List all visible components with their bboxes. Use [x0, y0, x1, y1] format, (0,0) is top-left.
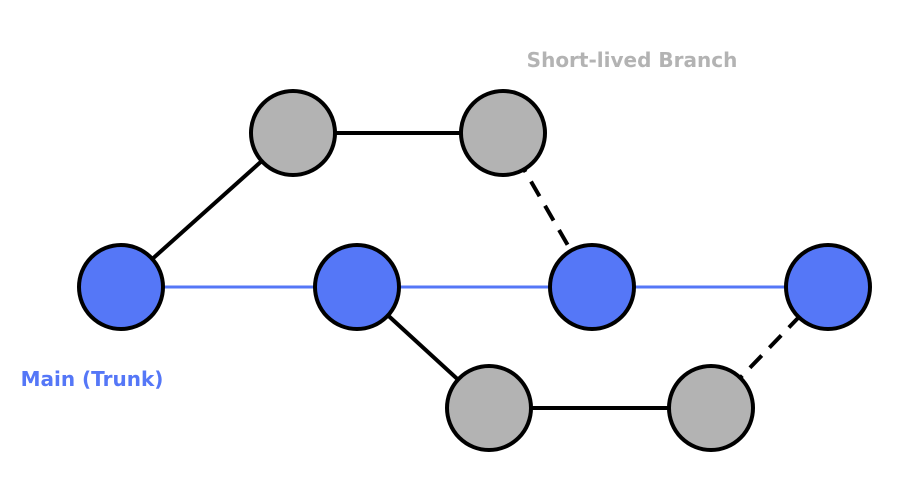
- branch-commit-node-b2: [459, 89, 547, 177]
- trunk-commit-node-m1: [77, 243, 165, 331]
- trunk-commit-node-m4: [784, 243, 872, 331]
- branch-commit-node-b1: [249, 89, 337, 177]
- main-trunk-label: Main (Trunk): [21, 367, 164, 391]
- trunk-commit-node-m3: [548, 243, 636, 331]
- trunk-commit-node-m2: [313, 243, 401, 331]
- branch-commit-node-b3: [445, 364, 533, 452]
- nodes-layer: [77, 89, 872, 452]
- branch-commit-node-b4: [667, 364, 755, 452]
- short-lived-branch-label: Short-lived Branch: [527, 48, 738, 72]
